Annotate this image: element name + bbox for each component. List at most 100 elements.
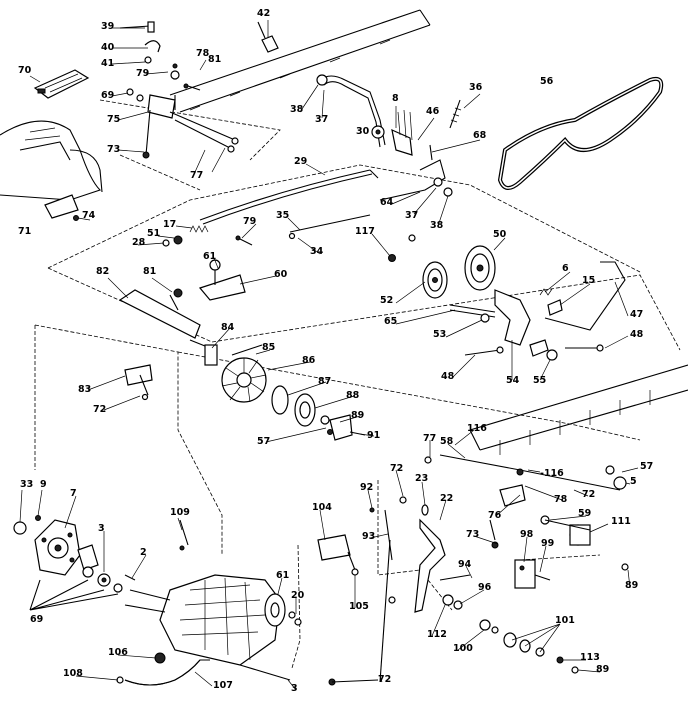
part-label: 84 <box>221 322 235 333</box>
part-label: 15 <box>582 275 595 286</box>
part-label: 101 <box>555 615 575 626</box>
part-label: 70 <box>18 65 32 76</box>
part-label: 38 <box>290 104 304 115</box>
part-label: 78 <box>554 494 568 505</box>
pedal-linkage <box>119 21 239 159</box>
part-label: 48 <box>441 371 455 382</box>
part-label: 36 <box>469 82 483 93</box>
part-label: 35 <box>276 210 289 221</box>
part-label: 47 <box>630 309 643 320</box>
part-label: 17 <box>163 219 176 230</box>
frame-rail-mid <box>469 364 688 455</box>
part-label: 109 <box>170 507 190 518</box>
part-label: 107 <box>213 680 233 691</box>
part-label: 100 <box>453 643 473 654</box>
assembly-boundaries <box>34 99 681 669</box>
transaxle <box>124 574 302 681</box>
part-label: 33 <box>20 479 33 490</box>
part-label: 51 <box>147 228 160 239</box>
part-label: 50 <box>493 229 507 240</box>
idler-arm <box>449 261 626 361</box>
part-label: 72 <box>93 404 106 415</box>
part-label: 20 <box>291 590 305 601</box>
part-label: 37 <box>405 210 418 221</box>
lever-82 <box>118 259 246 401</box>
part-label: 75 <box>107 114 120 125</box>
part-label: 117 <box>355 226 375 237</box>
part-label: 61 <box>276 570 289 581</box>
part-label: 111 <box>611 516 631 527</box>
bracket-71 <box>44 194 79 221</box>
part-label: 38 <box>430 220 444 231</box>
part-label: 79 <box>243 216 256 227</box>
part-label: 72 <box>378 674 391 685</box>
shift-rod <box>199 74 462 225</box>
part-label: 89 <box>596 664 609 675</box>
part-label: 77 <box>190 170 203 181</box>
pedal-pad <box>33 69 90 99</box>
part-label: 72 <box>582 489 595 500</box>
part-label: 53 <box>433 329 446 340</box>
part-label: 73 <box>107 144 120 155</box>
part-label: 72 <box>390 463 403 474</box>
part-label: 23 <box>415 473 428 484</box>
hood-fender <box>0 120 103 201</box>
part-label: 105 <box>349 601 369 612</box>
part-label: 30 <box>356 126 370 137</box>
part-label: 29 <box>294 156 307 167</box>
part-label: 6 <box>562 263 569 274</box>
part-label: 73 <box>466 529 479 540</box>
fan-assembly <box>189 339 366 441</box>
bracket-98 <box>479 559 629 674</box>
part-label: 106 <box>108 647 128 658</box>
part-label: 81 <box>143 266 156 277</box>
part-label: 60 <box>274 269 288 280</box>
part-label: 108 <box>63 668 83 679</box>
pin-109 <box>179 519 189 551</box>
part-label: 94 <box>458 559 472 570</box>
part-label: 76 <box>488 510 502 521</box>
part-label: 88 <box>346 390 360 401</box>
part-label: 69 <box>101 90 114 101</box>
part-label: 22 <box>440 493 453 504</box>
brake-rod <box>328 504 471 686</box>
part-label: 54 <box>506 375 520 386</box>
part-label: 28 <box>132 237 146 248</box>
part-label: 52 <box>380 295 393 306</box>
part-label: 57 <box>640 461 653 472</box>
part-label: 56 <box>540 76 554 87</box>
part-label: 7 <box>70 488 77 499</box>
part-label: 116 <box>467 423 487 434</box>
part-label: 96 <box>478 582 492 593</box>
part-label: 46 <box>426 106 440 117</box>
part-label: 71 <box>18 226 31 237</box>
part-label: 69 <box>30 614 43 625</box>
part-label: 65 <box>384 316 397 327</box>
part-label: 104 <box>312 502 332 513</box>
part-label: 58 <box>440 436 454 447</box>
part-label: 64 <box>380 197 394 208</box>
part-label: 89 <box>625 580 638 591</box>
bushing-42 <box>257 21 279 53</box>
spring-17 <box>162 214 371 247</box>
bracket-104 <box>317 496 407 604</box>
part-label: 9 <box>40 479 47 490</box>
part-label: 92 <box>360 482 373 493</box>
part-label: 86 <box>302 355 316 366</box>
part-label: 82 <box>96 266 109 277</box>
hose-107 <box>116 652 210 686</box>
part-label: 68 <box>473 130 487 141</box>
part-label: 42 <box>257 8 270 19</box>
part-label: 74 <box>82 210 96 221</box>
part-label: 61 <box>203 251 216 262</box>
part-label: 39 <box>101 21 114 32</box>
part-label: 81 <box>208 54 221 65</box>
hub-assembly <box>13 515 136 611</box>
part-label: 87 <box>318 376 331 387</box>
part-label: 85 <box>262 342 275 353</box>
brake-linkage <box>424 454 627 549</box>
part-label: 91 <box>367 430 380 441</box>
drive-belt <box>497 76 664 190</box>
part-label: 2 <box>140 547 147 558</box>
